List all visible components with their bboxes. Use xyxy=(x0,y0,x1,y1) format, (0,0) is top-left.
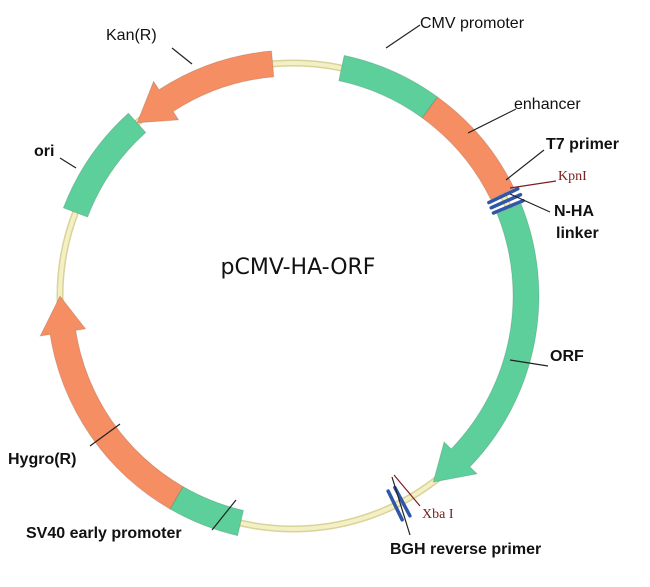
leader-kan-r xyxy=(171,47,193,65)
leader-cmv-promoter xyxy=(385,24,421,49)
leader-bgh-reverse-primer xyxy=(391,476,411,536)
leader-orf xyxy=(509,359,549,367)
label-orf: ORF xyxy=(550,348,584,365)
feature-arcs xyxy=(39,50,540,537)
leader-kpni xyxy=(509,180,557,189)
feature-hygro-r xyxy=(39,295,184,510)
feature-kan-r xyxy=(136,50,275,124)
leader-n-ha xyxy=(509,193,551,213)
label-kan-r: Kan(R) xyxy=(106,27,157,44)
label-ori: ori xyxy=(34,143,54,160)
label-sv40-early-promoter: SV40 early promoter xyxy=(26,525,182,542)
leader-xbai xyxy=(393,474,421,507)
feature-enhancer xyxy=(421,96,515,201)
label-xbai: Xba I xyxy=(422,507,454,522)
feature-labels: CMV promoter enhancer T7 primer KpnI N-H… xyxy=(8,15,619,558)
label-kpni: KpnI xyxy=(558,169,587,184)
leader-t7-primer xyxy=(505,149,545,181)
leader-lines xyxy=(59,24,557,536)
feature-ori xyxy=(62,112,147,218)
label-n-ha: N-HA xyxy=(554,203,594,220)
leader-sv40-early-promoter xyxy=(211,499,237,531)
feature-orf xyxy=(432,203,540,483)
label-enhancer: enhancer xyxy=(514,96,581,113)
feature-cmv-promoter xyxy=(338,54,439,119)
leader-enhancer xyxy=(467,108,517,134)
label-linker: linker xyxy=(556,225,599,242)
plasmid-name: pCMV-HA-ORF xyxy=(221,255,376,280)
label-hygro-r: Hygro(R) xyxy=(8,451,76,468)
label-bgh-reverse-primer: BGH reverse primer xyxy=(390,541,541,558)
feature-sv40-early-promoter xyxy=(169,485,245,537)
leader-ori xyxy=(59,157,77,169)
site-marker-t7-primer xyxy=(487,187,520,205)
label-cmv-promoter: CMV promoter xyxy=(420,15,525,32)
label-t7-primer: T7 primer xyxy=(546,136,619,153)
site-marker-n-ha xyxy=(491,198,525,215)
leader-hygro-r xyxy=(89,423,121,447)
site-marker-bgh xyxy=(386,489,404,522)
